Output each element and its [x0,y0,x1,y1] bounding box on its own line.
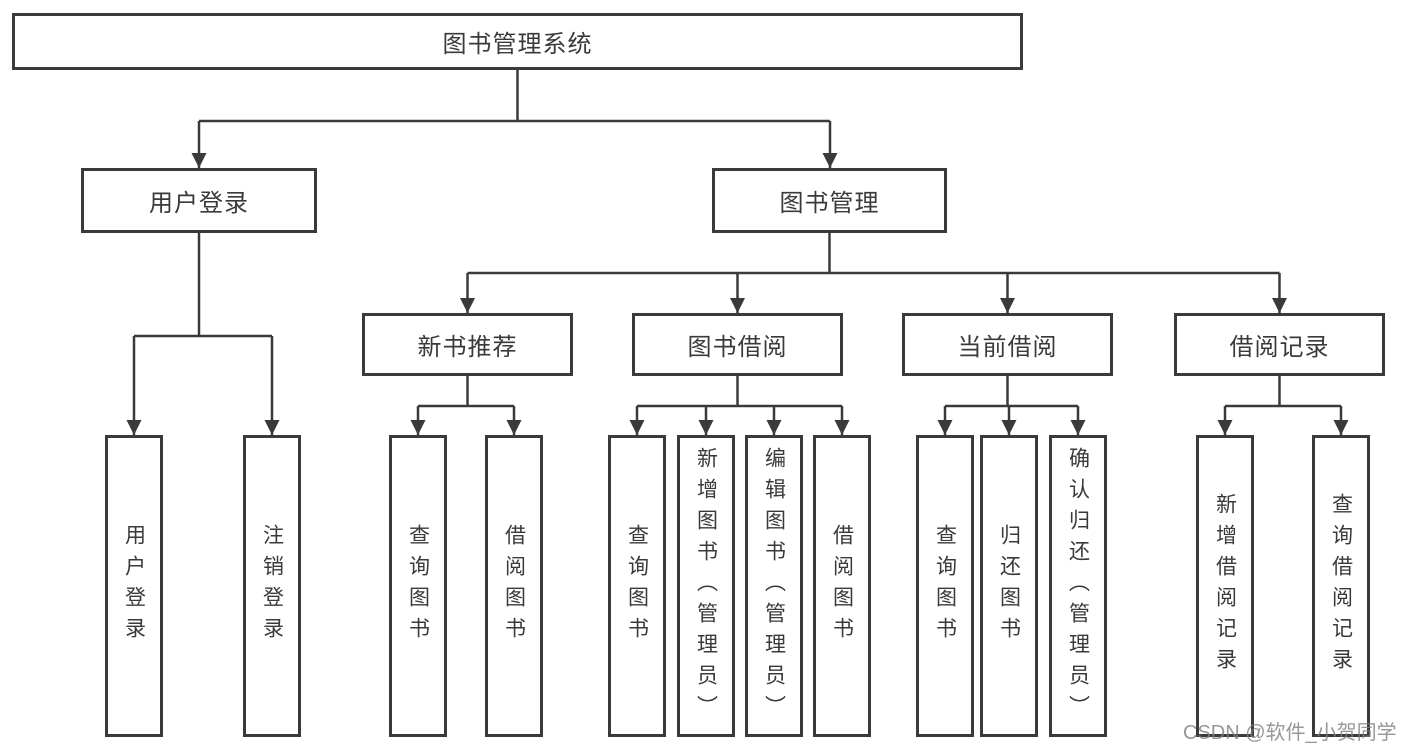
leaf-borrow-book-label: 借阅图书 [830,524,854,648]
leaf-query-book-label: 查询图书 [625,524,649,648]
leaf-query-borrow-record: 查询借阅记录 [1312,435,1370,737]
leaf-logout: 注销登录 [243,435,301,737]
leaf-query-book: 查询图书 [916,435,974,737]
csdn-watermark: CSDN @软件_小贺同学 [1183,722,1397,744]
leaf-confirm-return-admin: 确认归还（管理员） [1049,435,1107,737]
leaf-add-borrow-record: 新增借阅记录 [1196,435,1254,737]
node-current-borrow: 当前借阅 [902,313,1113,376]
node-book-borrow: 图书借阅 [632,313,843,376]
leaf-user-login: 用户登录 [105,435,163,737]
node-new-book-recommend: 新书推荐 [362,313,573,376]
leaf-logout-label: 注销登录 [260,524,284,648]
node-user-login-label: 用户登录 [149,190,249,217]
leaf-borrow-book-label: 借阅图书 [502,524,526,648]
leaf-edit-book-admin: 编辑图书（管理员） [745,435,803,737]
node-book-management: 图书管理 [712,168,947,233]
leaf-borrow-book: 借阅图书 [485,435,543,737]
node-book-management-label: 图书管理 [779,190,880,217]
leaf-query-book-label: 查询图书 [933,524,957,648]
leaf-confirm-return-admin-label: 确认归还（管理员） [1066,446,1090,726]
leaf-add-book-admin: 新增图书（管理员） [677,435,735,737]
node-book-borrow-label: 图书借阅 [687,334,788,361]
node-root-label: 图书管理系统 [442,31,593,58]
node-borrow-records: 借阅记录 [1174,313,1385,376]
node-borrow-records-label: 借阅记录 [1229,334,1330,361]
leaf-return-book: 归还图书 [980,435,1038,737]
leaf-edit-book-admin-label: 编辑图书（管理员） [762,446,786,726]
leaf-add-book-admin-label: 新增图书（管理员） [694,446,718,726]
leaf-query-book: 查询图书 [389,435,447,737]
leaf-borrow-book: 借阅图书 [813,435,871,737]
leaf-return-book-label: 归还图书 [997,524,1021,648]
leaf-query-book-label: 查询图书 [406,524,430,648]
node-root: 图书管理系统 [12,13,1023,70]
leaf-query-borrow-record-label: 查询借阅记录 [1329,493,1353,679]
leaf-query-book: 查询图书 [608,435,666,737]
node-user-login: 用户登录 [81,168,317,233]
leaf-add-borrow-record-label: 新增借阅记录 [1213,493,1237,679]
node-new-book-recommend-label: 新书推荐 [417,334,518,361]
node-current-borrow-label: 当前借阅 [957,334,1058,361]
leaf-user-login-label: 用户登录 [122,524,146,648]
